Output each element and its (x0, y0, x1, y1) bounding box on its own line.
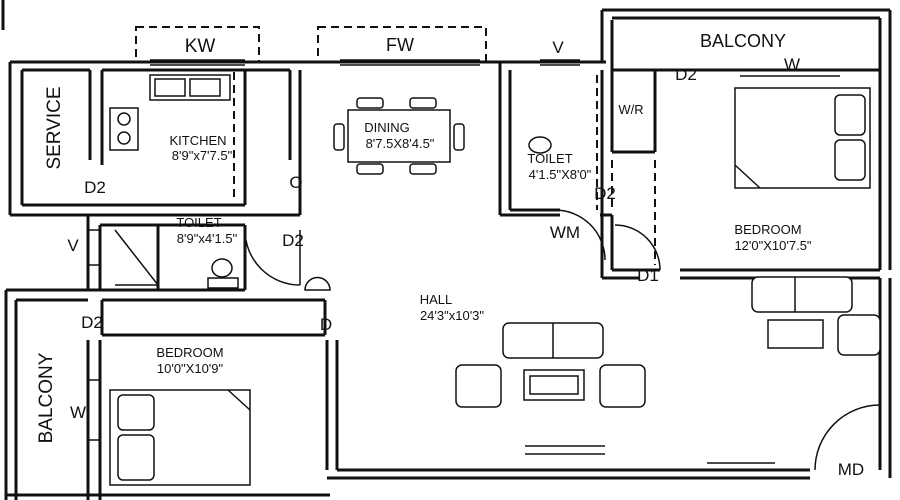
service-label: SERVICE (44, 86, 65, 169)
bedroom-right-size: 12'0"X10'7.5" (734, 238, 811, 253)
bedroom-right-name: BEDROOM (734, 222, 801, 237)
armchair-right (837, 314, 881, 356)
armchair (455, 364, 502, 408)
door-toilet-right-label: D2 (594, 184, 616, 203)
door-bedroom-left-label: D2 (81, 313, 103, 332)
toilet-seat-right (528, 136, 552, 154)
kitchen-window-label: KW (185, 36, 216, 57)
burner-top (117, 112, 131, 126)
dining-chair (356, 163, 384, 175)
dining-size: 8'7.5X8'4.5" (366, 136, 435, 151)
bedroom-left-size: 10'0"X10'9" (157, 361, 224, 376)
fixtures (109, 74, 881, 486)
bed-fold (734, 164, 761, 189)
hall-size: 24'3"x10'3" (420, 308, 484, 323)
toilet-right-name: TOILET (527, 151, 572, 166)
pillow (834, 139, 866, 181)
dining-chair (409, 97, 437, 109)
door-toilet-left-label: D2 (282, 231, 304, 250)
ventilator-left-label: V (67, 236, 79, 255)
kitchen-name: KITCHEN (169, 133, 226, 148)
washing-machine-label: WM (550, 223, 580, 242)
dining-chair (356, 97, 384, 109)
side-table (767, 319, 824, 349)
dining-chair (453, 123, 465, 151)
sink-basin-left (154, 78, 186, 97)
balcony-right-label: BALCONY (700, 31, 786, 51)
window-marks (88, 59, 840, 471)
armchair (599, 364, 646, 408)
door-kitchen-label: D2 (84, 178, 106, 197)
fixed-window-label: FW (386, 35, 414, 55)
toilet-tank-left (207, 277, 239, 289)
burner-bottom (117, 131, 131, 145)
o-marker: O (289, 173, 302, 192)
wash-basin (304, 276, 331, 291)
pillow (834, 94, 866, 136)
dining-table (347, 109, 451, 163)
door-swings (114, 209, 881, 471)
window-left-label: W (70, 403, 86, 422)
toilet-seat-left (211, 258, 233, 278)
sofa-right (751, 276, 853, 313)
balcony-left-label: BALCONY (36, 352, 57, 443)
dining-name: DINING (364, 120, 410, 135)
wardrobe-label: W/R (618, 102, 643, 117)
hall-name: HALL (420, 292, 453, 307)
bed-fold (227, 389, 251, 411)
door-hall-label: D (320, 315, 332, 334)
bedroom-left-name: BEDROOM (156, 345, 223, 360)
window-right-label: W (784, 55, 800, 74)
kitchen-size: 8'9"x7'7.5" (172, 148, 233, 163)
door-bedroom-right-label: D2 (675, 65, 697, 84)
sink-basin-right (189, 78, 221, 97)
dining-chair (333, 123, 345, 151)
toilet-left-name: TOILET (176, 215, 221, 230)
main-door-d1-label: D1 (637, 266, 659, 285)
dining-chair (409, 163, 437, 175)
ventilator-top-label: V (552, 38, 564, 57)
toilet-right-size: 4'1.5"X8'0" (529, 167, 592, 182)
pillow (117, 394, 155, 431)
toilet-left-size: 8'9"x4'1.5" (177, 231, 238, 246)
dashed-partitions (135, 26, 656, 265)
main-door-label: MD (838, 460, 864, 479)
coffee-table (523, 369, 585, 401)
pillow (117, 434, 155, 481)
